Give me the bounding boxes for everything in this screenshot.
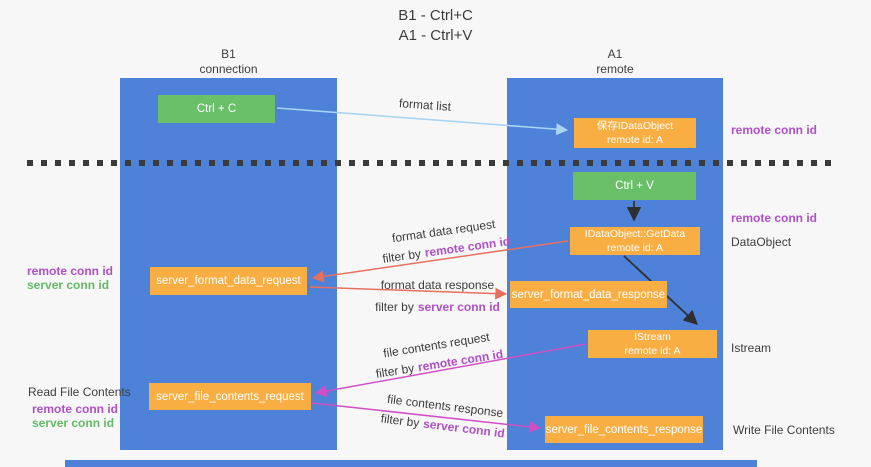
node-istream: IStream remote id: A: [588, 330, 717, 358]
filter-prefix: filter by: [374, 360, 416, 381]
right-label-dataobject: DataObject: [731, 235, 792, 249]
istream-line1: IStream: [634, 331, 671, 343]
left-label-read-file-contents: Read File Contents: [28, 385, 131, 399]
lane-a1-name: A1: [607, 47, 623, 61]
arrow-format-data-response: [309, 286, 508, 300]
getdata-line2: remote id: A: [606, 242, 664, 254]
format-data-response-title: format data response: [380, 278, 495, 292]
right-label-remote-conn-id-mid: remote conn id: [731, 211, 818, 225]
save-idataobject-line1: 保存IDataObject: [596, 120, 674, 132]
arrow-file-contents-response: [311, 402, 542, 433]
node-ctrl-v: Ctrl + V: [573, 172, 696, 200]
bottom-lane-strip: [65, 460, 757, 467]
left-label-remote-conn-id-2: remote conn id: [32, 402, 119, 416]
node-save-idataobject: 保存IDataObject remote id: A: [574, 118, 696, 148]
arrow-file-contents-request: [314, 343, 587, 397]
node-ctrl-c: Ctrl + C: [158, 95, 275, 123]
node-server-format-data-response: server_format_data_response: [510, 281, 667, 308]
arrow-format-data-request: [311, 240, 569, 283]
node-idataobject-getdata: IDataObject::GetData remote id: A: [570, 227, 700, 255]
istream-line2: remote id: A: [624, 345, 681, 357]
filter-prefix: filter by: [380, 411, 421, 430]
node-server-format-data-request: server_format_data_request: [150, 267, 307, 295]
right-label-remote-conn-id-top: remote conn id: [731, 123, 818, 137]
left-label-server-conn-id-1: server conn id: [27, 278, 110, 292]
getdata-line1: IDataObject::GetData: [584, 228, 686, 240]
title-line-2: A1 - Ctrl+V: [398, 27, 473, 44]
filter-prefix: filter by: [375, 300, 414, 314]
lane-b1-name: B1: [221, 47, 236, 61]
lane-b1-header: B1 connection: [120, 47, 337, 77]
node-server-file-contents-request: server_file_contents_request: [149, 383, 311, 410]
filter-prefix: filter by: [381, 246, 422, 266]
title-line-1: B1 - Ctrl+C: [398, 7, 473, 24]
right-label-istream: Istream: [731, 341, 772, 355]
lane-b1-role: connection: [199, 62, 258, 76]
lane-a1-role: remote: [596, 62, 634, 76]
node-server-file-contents-response: server_file_contents_response: [545, 416, 703, 443]
arrow-format-list: [276, 107, 569, 136]
diagram-title: B1 - Ctrl+C A1 - Ctrl+V: [0, 6, 871, 46]
lane-a1-header: A1 remote: [507, 47, 723, 77]
left-label-remote-conn-id-1: remote conn id: [27, 264, 114, 278]
right-label-write-file-contents: Write File Contents: [733, 423, 835, 437]
filter-key-server-conn-id: server conn id: [417, 300, 500, 314]
left-label-server-conn-id-2: server conn id: [32, 416, 115, 430]
save-idataobject-line2: remote id: A: [606, 134, 664, 146]
